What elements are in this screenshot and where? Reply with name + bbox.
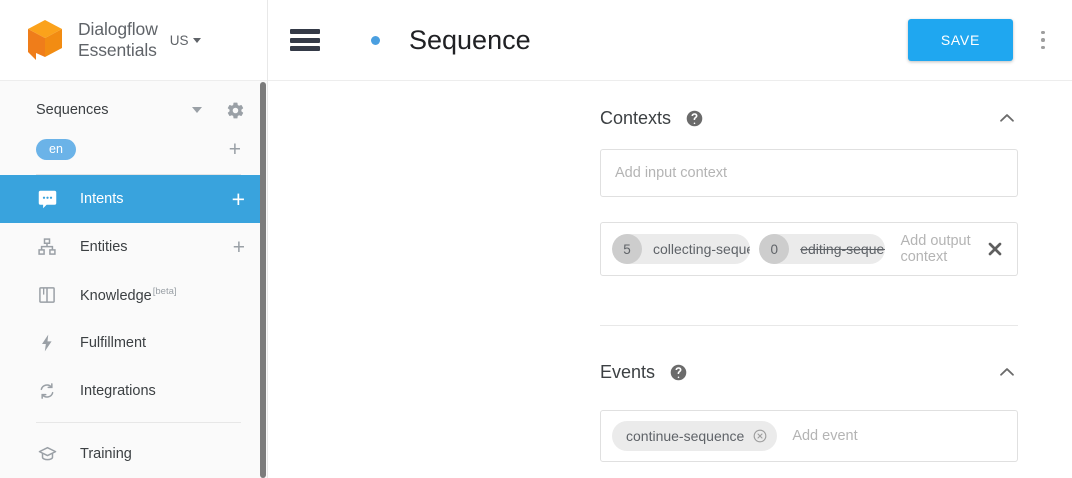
section-title: Contexts xyxy=(600,107,672,128)
help-circle-icon[interactable] xyxy=(670,364,687,381)
sidebar-item-intents[interactable]: Intents + xyxy=(0,175,267,223)
section-divider xyxy=(600,325,1018,326)
sidebar-item-label: Entities xyxy=(80,239,128,255)
dialogflow-cube-logo-icon xyxy=(22,16,68,64)
contexts-header: Contexts xyxy=(600,92,1018,144)
gear-icon[interactable] xyxy=(226,101,245,120)
context-chip[interactable]: 5 collecting-sequence xyxy=(612,234,751,264)
sidebar-scrollbar-thumb[interactable] xyxy=(260,82,266,478)
chip-lifespan-badge: 5 xyxy=(612,234,642,264)
sidebar-divider xyxy=(36,422,241,423)
hierarchy-icon xyxy=(36,236,58,258)
brand-header: Dialogflow Essentials US xyxy=(0,0,267,81)
agent-selector-row: Sequences xyxy=(0,90,267,130)
top-bar: Sequence SAVE xyxy=(268,0,1072,81)
chip-label: editing-sequence xyxy=(800,241,885,257)
events-section: Events continue-sequence xyxy=(600,346,1018,462)
add-entity-plus-icon[interactable]: + xyxy=(232,235,245,259)
chip-label: collecting-sequence xyxy=(653,241,750,257)
sidebar-item-entities[interactable]: Entities + xyxy=(0,223,267,271)
sidebar-item-integrations[interactable]: Integrations xyxy=(0,367,267,415)
event-chip[interactable]: continue-sequence xyxy=(612,421,778,451)
chip-label: continue-sequence xyxy=(626,428,745,444)
sidebar-item-fulfillment[interactable]: Fulfillment xyxy=(0,319,267,367)
close-x-icon[interactable] xyxy=(985,239,1005,259)
output-context-placeholder: Add output context xyxy=(900,233,971,265)
sidebar-item-text: Knowledge xyxy=(80,287,152,304)
events-header: Events xyxy=(600,346,1018,398)
brand-name-line1: Dialogflow xyxy=(78,19,158,39)
kebab-menu-icon[interactable] xyxy=(1032,27,1054,53)
add-language-plus-icon[interactable]: + xyxy=(228,137,241,161)
chevron-up-icon[interactable] xyxy=(996,361,1018,383)
graduation-cap-icon xyxy=(36,443,58,465)
input-context-field[interactable]: Add input context xyxy=(600,149,1018,197)
language-pill-en[interactable]: en xyxy=(36,138,76,160)
beta-badge: [beta] xyxy=(152,286,177,298)
sidebar-item-label: Intents xyxy=(80,191,124,207)
chip-lifespan-badge: 0 xyxy=(759,234,790,264)
hamburger-menu-icon[interactable] xyxy=(290,29,320,51)
sidebar-item-training[interactable]: Training xyxy=(0,430,267,478)
chevron-up-icon[interactable] xyxy=(996,107,1018,129)
lightning-bolt-icon xyxy=(36,332,58,354)
language-row: en + xyxy=(0,130,267,168)
input-context-placeholder: Add input context xyxy=(615,165,728,181)
save-button[interactable]: SAVE xyxy=(907,19,1013,61)
speech-bubble-icon xyxy=(36,188,58,210)
sidebar: Dialogflow Essentials US Sequences en + xyxy=(0,0,268,478)
sidebar-item-label: Training xyxy=(80,446,132,462)
main-content: Sequence SAVE Contexts xyxy=(268,0,1072,478)
output-context-field[interactable]: 5 collecting-sequence 0 editing-sequence xyxy=(600,222,1018,276)
sidebar-item-label: Fulfillment xyxy=(80,335,147,351)
sync-arrows-icon xyxy=(36,380,58,402)
brand-name-line2: Essentials xyxy=(78,40,157,60)
brand-name: Dialogflow Essentials xyxy=(68,19,158,61)
blue-dot-icon xyxy=(371,35,380,45)
title-area: Sequence xyxy=(371,25,531,56)
section-title: Events xyxy=(600,361,656,382)
region-selector[interactable]: US xyxy=(170,33,201,48)
contexts-section: Contexts Add input context xyxy=(600,92,1018,276)
region-label: US xyxy=(169,32,189,48)
sidebar-item-label: Integrations xyxy=(80,383,156,399)
agent-name[interactable]: Sequences xyxy=(36,102,109,118)
book-icon xyxy=(36,284,58,306)
language-divider xyxy=(36,174,241,175)
caret-down-icon xyxy=(192,37,201,43)
caret-down-icon[interactable] xyxy=(192,107,202,113)
events-field[interactable]: continue-sequence Add event xyxy=(600,410,1018,462)
chip-remove-icon[interactable] xyxy=(753,429,767,443)
events-placeholder: Add event xyxy=(792,428,858,444)
context-chip[interactable]: 0 editing-sequence xyxy=(759,234,886,264)
add-intent-plus-icon[interactable]: + xyxy=(231,186,245,212)
page-title: Sequence xyxy=(409,24,531,55)
help-circle-icon[interactable] xyxy=(686,110,703,127)
sidebar-item-knowledge[interactable]: Knowledge[beta] xyxy=(0,271,267,319)
sidebar-item-label: Knowledge[beta] xyxy=(80,286,177,304)
